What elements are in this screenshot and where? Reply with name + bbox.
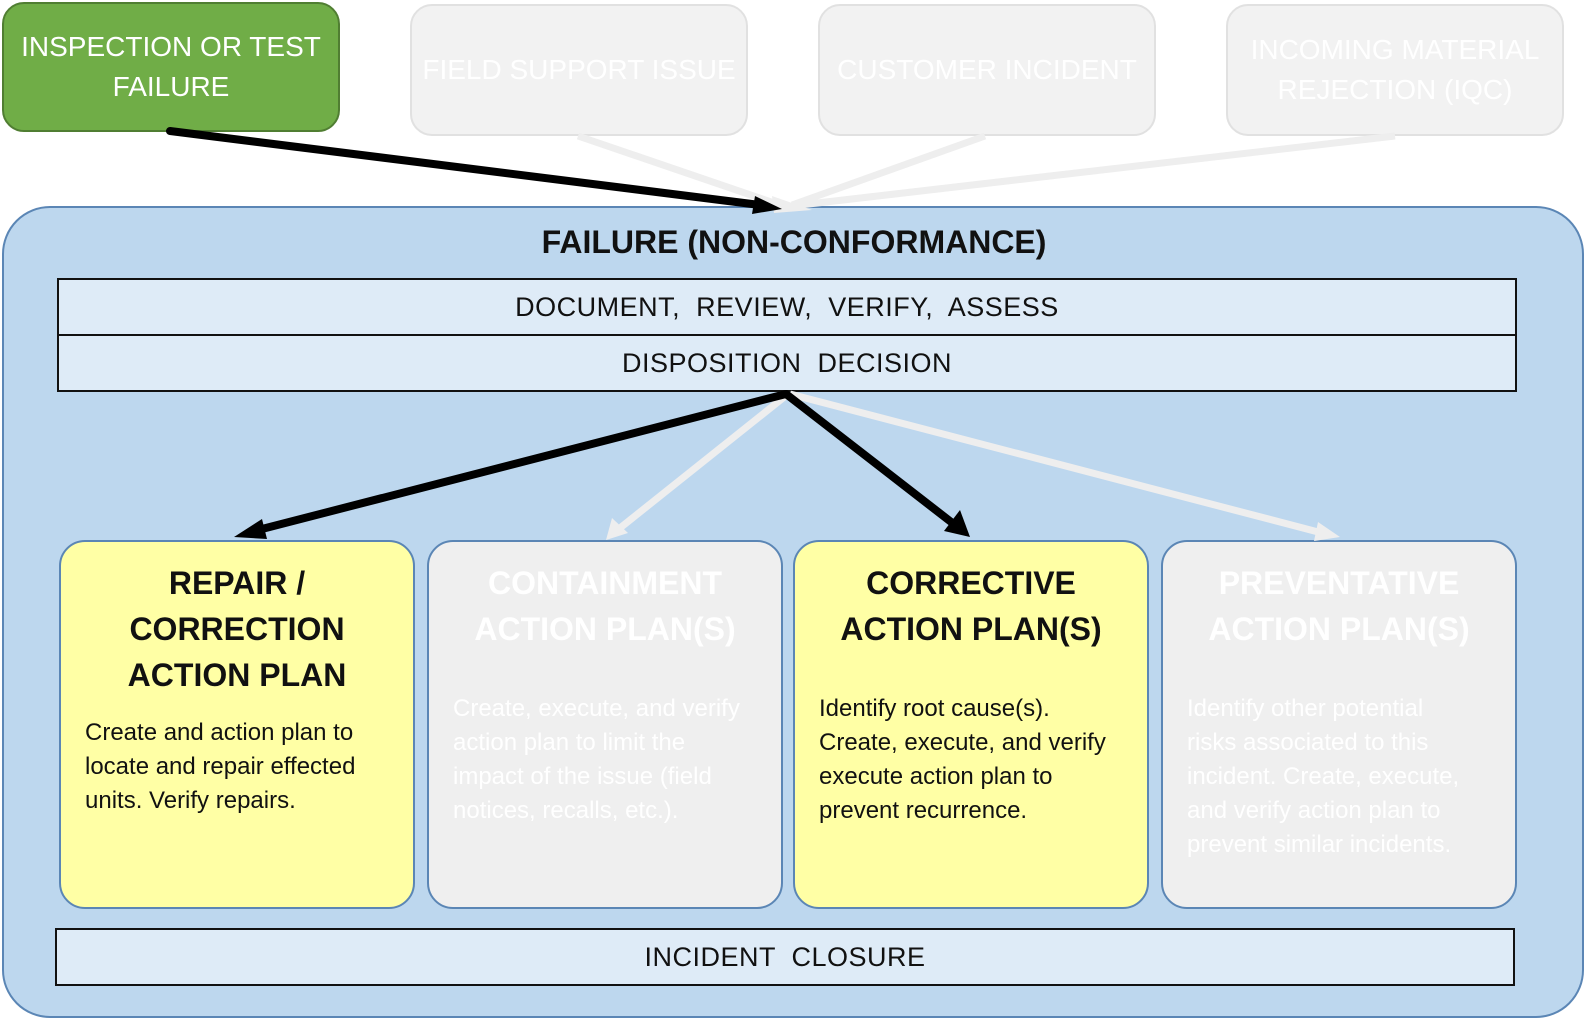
incident-closure-band: INCIDENT CLOSURE [55,928,1515,986]
plan-title: CONTAINMENT ACTION PLAN(S) [474,565,736,647]
plan-containment: CONTAINMENT ACTION PLAN(S) Create, execu… [427,540,783,909]
source-label: INSPECTION OR TEST FAILURE [21,31,321,102]
source-inspection-or-test-failure: INSPECTION OR TEST FAILURE [2,2,340,132]
arrow-inspection [166,127,764,209]
plan-title: CORRECTIVE ACTION PLAN(S) [840,565,1102,647]
arrow-to-preventative [789,390,1323,537]
arrowhead-repair [234,519,267,539]
arrowhead-inspection [752,196,782,214]
disposition-decision-label: DISPOSITION DECISION [621,347,953,378]
arrowhead-corrective [944,510,970,537]
plan-body: Identify other potential risks associate… [1187,695,1460,858]
plan-preventative: PREVENTATIVE ACTION PLAN(S) Identify oth… [1161,540,1517,909]
arrow-customer-incident [790,132,987,209]
arrow-incoming-material [799,132,1396,209]
arrow-to-corrective [782,390,959,529]
incident-closure-label: INCIDENT CLOSURE [644,941,926,972]
arrow-to-containment [617,391,791,531]
plan-body: Create, execute, and verify action plan … [453,695,740,824]
arrowhead-preventative [1314,522,1340,541]
source-customer-incident: CUSTOMER INCIDENT [818,4,1156,136]
document-review-band: DOCUMENT, REVIEW, VERIFY, ASSESS [57,278,1517,336]
source-label: CUSTOMER INCIDENT [837,54,1137,85]
arrow-field-support [576,132,782,209]
failure-title: FAILURE (NON-CONFORMANCE) [541,224,1047,260]
plan-body: Create and action plan to locate and rep… [85,719,356,814]
arrowhead-containment [606,518,628,540]
source-label: FIELD SUPPORT ISSUE [422,54,736,85]
plan-title: PREVENTATIVE ACTION PLAN(S) [1208,565,1470,647]
plan-corrective: CORRECTIVE ACTION PLAN(S) Identify root … [793,540,1149,909]
plan-repair-correction: REPAIR / CORRECTION ACTION PLAN Create a… [59,540,415,909]
source-incoming-material-rejection: INCOMING MATERIAL REJECTION (IQC) [1226,4,1564,136]
arrow-to-repair [254,390,790,534]
document-review-label: DOCUMENT, REVIEW, VERIFY, ASSESS [515,291,1059,322]
plan-title: REPAIR / CORRECTION ACTION PLAN [127,565,347,693]
plan-body: Identify root cause(s). Create, execute,… [819,695,1106,824]
arrowhead-inactive-top [772,196,812,213]
source-field-support-issue: FIELD SUPPORT ISSUE [410,4,748,136]
source-label: INCOMING MATERIAL REJECTION (IQC) [1250,34,1540,105]
